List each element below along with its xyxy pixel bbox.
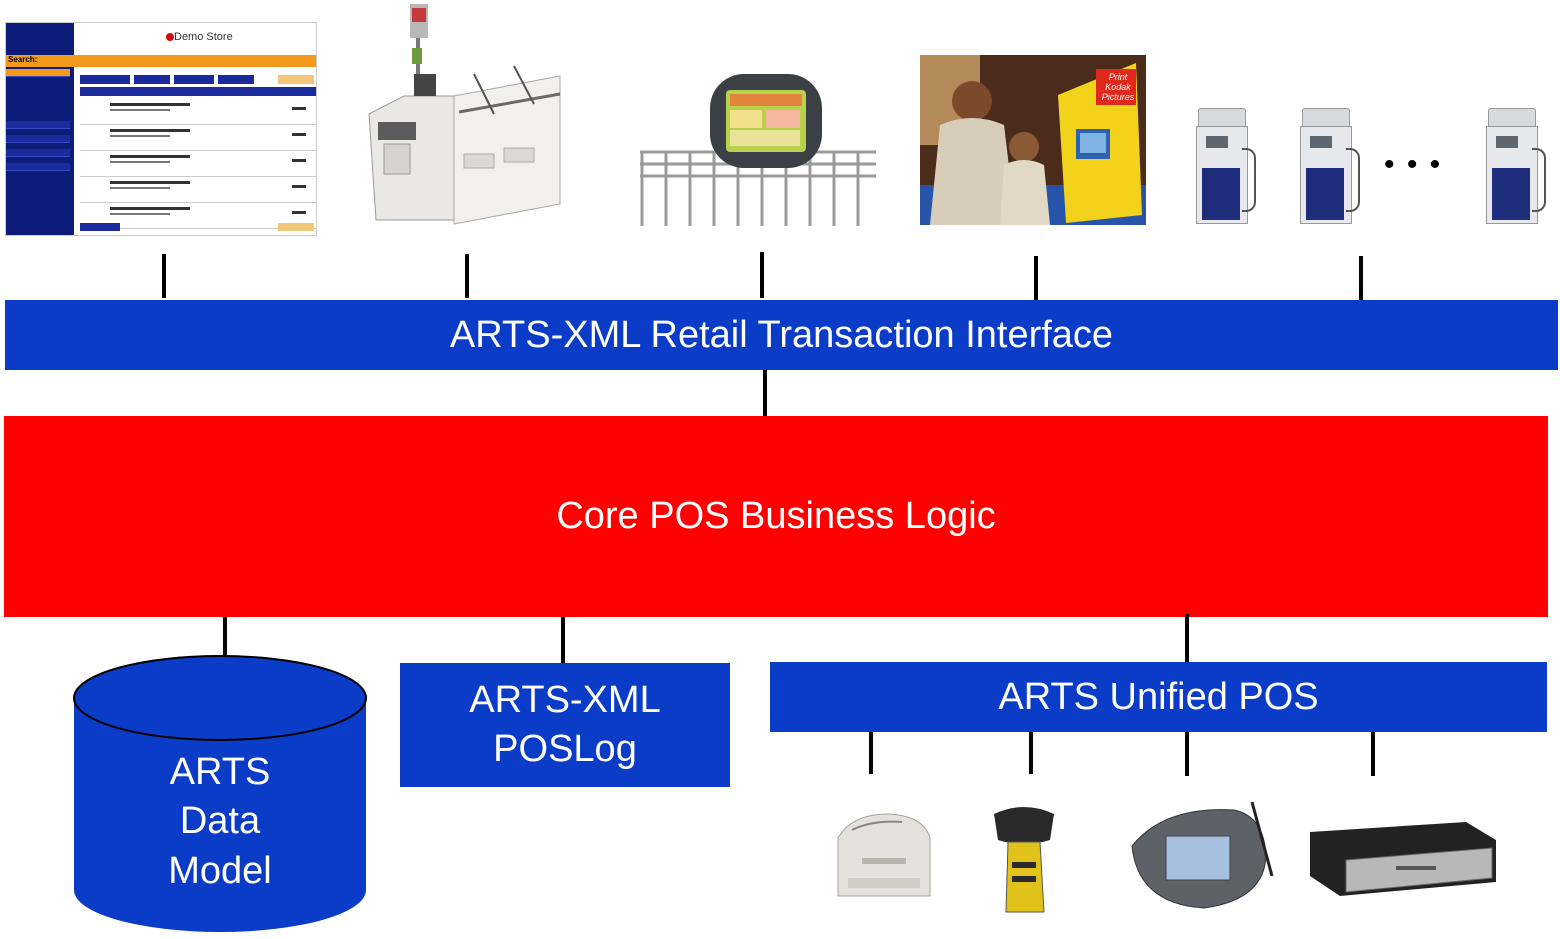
list-item <box>80 125 316 151</box>
fuel-pump-image <box>1294 108 1360 224</box>
unified-pos-label: ARTS Unified POS <box>998 675 1319 718</box>
business-logic-label: Core POS Business Logic <box>556 495 996 537</box>
connector-line <box>1359 256 1363 300</box>
data-model-line: Model <box>168 849 272 892</box>
sidebar-item <box>6 163 70 171</box>
connector-line <box>1371 732 1375 776</box>
connector-line <box>1034 256 1038 300</box>
transaction-interface-label: ARTS-XML Retail Transaction Interface <box>449 313 1114 356</box>
connector-line <box>561 617 565 663</box>
unified-pos-layer: ARTS Unified POS <box>770 662 1547 732</box>
cash-drawer-image <box>1306 818 1500 900</box>
sidebar-item <box>6 69 70 77</box>
list-item <box>80 99 316 125</box>
more-pumps-ellipsis: • • • <box>1384 148 1443 181</box>
connector-line <box>763 370 767 416</box>
connector-line <box>760 252 764 298</box>
list-item <box>80 203 316 229</box>
store-logo-icon <box>166 33 174 41</box>
transaction-interface-layer: ARTS-XML Retail Transaction Interface <box>5 300 1558 370</box>
data-model-line: ARTS <box>169 751 271 793</box>
poslog-box: ARTS-XML POSLog <box>400 663 730 787</box>
data-model-line: Data <box>179 800 261 843</box>
sidebar-item <box>6 135 70 143</box>
connector-line <box>1185 732 1189 776</box>
connector-line <box>162 254 166 298</box>
poslog-line: ARTS-XML <box>469 678 661 721</box>
sidebar-item <box>6 121 70 129</box>
data-model-cylinder: ARTS Data Model <box>72 654 368 934</box>
store-title: Demo Store <box>174 31 233 43</box>
storefront-list-header <box>80 87 316 96</box>
list-item <box>80 151 316 177</box>
signature-pad-image <box>1124 796 1278 916</box>
storefront-top-bar <box>74 55 316 67</box>
poslog-line: POSLog <box>493 728 637 770</box>
storefront-search-label: Search: <box>6 55 74 67</box>
web-storefront-image: Demo Store Search: <box>5 22 317 236</box>
sidebar-item <box>6 149 70 157</box>
list-item <box>80 177 316 203</box>
connector-line <box>1029 732 1033 774</box>
storefront-toolbar <box>80 75 316 84</box>
photo-kiosk-image: Print Kodak Pictures <box>920 55 1146 225</box>
fuel-pump-image <box>1480 108 1546 224</box>
connector-line <box>1185 614 1189 662</box>
shopping-cart-terminal-image <box>636 64 880 226</box>
kiosk-sign-text: Print Kodak Pictures <box>1101 72 1135 102</box>
connector-line <box>869 732 873 774</box>
barcode-scanner-image <box>984 800 1064 918</box>
connector-line <box>223 617 227 663</box>
fuel-pump-image <box>1190 108 1256 224</box>
business-logic-layer: Core POS Business Logic <box>4 416 1548 617</box>
receipt-printer-image <box>832 808 936 904</box>
connector-line <box>465 254 469 298</box>
self-checkout-image <box>364 4 564 230</box>
